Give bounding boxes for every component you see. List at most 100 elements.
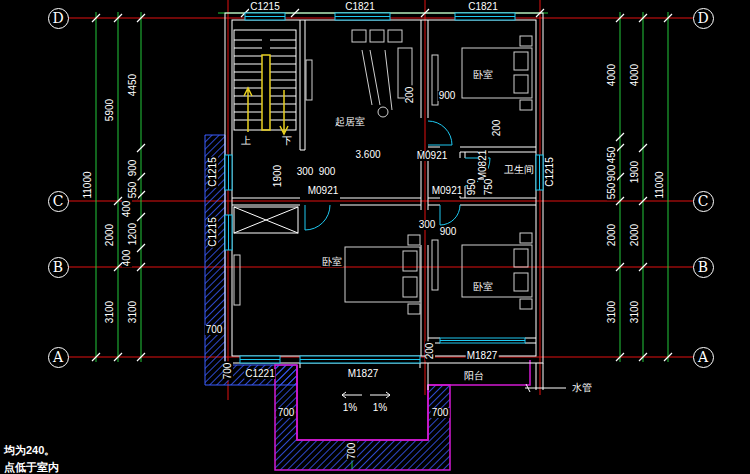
dimension-line — [96, 12, 668, 470]
furniture — [514, 75, 528, 93]
axis-line — [68, 201, 693, 202]
stair-void — [234, 207, 298, 233]
furniture — [403, 251, 417, 271]
balcony-edge — [428, 360, 530, 385]
furniture — [352, 30, 366, 42]
door-swing — [428, 121, 452, 145]
dimension-line — [668, 12, 669, 362]
window — [240, 359, 280, 360]
furniture — [388, 30, 402, 42]
plan-label: 上 — [240, 136, 252, 146]
plan-label: M1827 — [347, 369, 380, 379]
plan-label: 900 — [438, 91, 457, 101]
plan-label: 400 — [122, 200, 132, 219]
plan-label: 卧室 — [321, 257, 343, 267]
axis-bubble: C — [48, 191, 69, 212]
plan-label: M0821 — [478, 149, 488, 182]
dimension-tick — [137, 14, 145, 361]
furniture — [520, 233, 532, 243]
wall — [232, 20, 536, 356]
window — [240, 356, 280, 363]
plan-label: C1221 — [244, 369, 275, 379]
furniture — [345, 247, 420, 302]
plan-label: C1821 — [467, 2, 498, 12]
plan-label: M0921 — [416, 151, 449, 161]
furniture — [378, 107, 388, 117]
axis-line — [540, 0, 541, 395]
dimension-tick — [639, 14, 647, 361]
plan-label: 700 — [277, 408, 296, 418]
plan-label: 4000 — [630, 63, 640, 87]
plan-label: 200 — [405, 86, 415, 105]
plan-label: 700 — [223, 362, 233, 381]
furniture — [514, 249, 528, 267]
plan-label: 1900 — [630, 160, 640, 184]
furniture — [234, 255, 240, 305]
plan-label: C1215 — [249, 2, 280, 12]
axis-letter: B — [53, 260, 63, 274]
stair-rail — [244, 88, 288, 134]
plan-label: 950 — [467, 178, 477, 197]
dimension-line — [643, 12, 644, 362]
plan-label: 阳台 — [463, 371, 485, 381]
furniture — [306, 60, 312, 100]
plan-label: 300 — [418, 220, 437, 230]
wall — [428, 338, 536, 343]
leader-line — [342, 384, 566, 398]
stair — [270, 40, 296, 120]
furniture — [520, 36, 532, 46]
plan-label: 750 — [484, 178, 494, 197]
balcony-hatch — [275, 365, 450, 470]
axis-bubble: A — [693, 347, 714, 368]
note-text: 点低于室内 — [3, 462, 60, 473]
axis-bubble: A — [48, 347, 69, 368]
plan-label: 900 — [318, 167, 337, 177]
plan-label: 2000 — [607, 223, 617, 247]
plan-label: C1215 — [545, 156, 555, 187]
furniture — [462, 48, 532, 98]
door-swing — [305, 205, 330, 230]
window — [455, 13, 515, 20]
axis-bubble: D — [48, 8, 69, 29]
plan-label: 3.600 — [354, 150, 381, 160]
plan-label: 3100 — [630, 300, 640, 324]
plan-label: 下 — [281, 136, 293, 146]
axis-bubble: D — [693, 8, 714, 29]
furniture — [514, 273, 528, 291]
plan-label: 11000 — [655, 170, 665, 199]
axis-letter: A — [53, 350, 63, 364]
dimension-tick — [92, 9, 672, 361]
leader-line — [342, 392, 390, 398]
axis-letter: B — [698, 260, 708, 274]
balcony-edge — [297, 365, 428, 440]
dimension-line — [118, 12, 119, 362]
window — [440, 340, 525, 341]
plan-label: 5900 — [105, 98, 115, 122]
plan-label: 卧室 — [472, 282, 494, 292]
stair-rail — [244, 55, 288, 134]
stair-rail — [262, 55, 270, 130]
furniture — [520, 100, 532, 110]
furniture — [408, 235, 420, 245]
plan-label: 2000 — [105, 223, 115, 247]
window — [539, 155, 540, 190]
stair-void — [234, 207, 298, 233]
plan-label: 700 — [205, 325, 224, 335]
plan-label: 11000 — [83, 170, 93, 199]
axis-line — [425, 0, 426, 395]
plan-label: 起居室 — [334, 117, 366, 127]
window — [455, 16, 515, 17]
axis-letter: A — [698, 350, 708, 364]
door-swing — [305, 121, 490, 230]
axis-letter: C — [698, 194, 709, 208]
wall — [300, 20, 305, 150]
exterior-hatch — [205, 135, 297, 385]
window — [225, 155, 232, 190]
plan-label: 300 — [296, 167, 315, 177]
axis-bubble: C — [693, 191, 714, 212]
plan-label: C1821 — [344, 2, 375, 12]
window — [335, 16, 390, 17]
dimension-tick — [92, 14, 100, 361]
dimension-tick — [616, 14, 624, 361]
plan-label: M0921 — [431, 186, 464, 196]
